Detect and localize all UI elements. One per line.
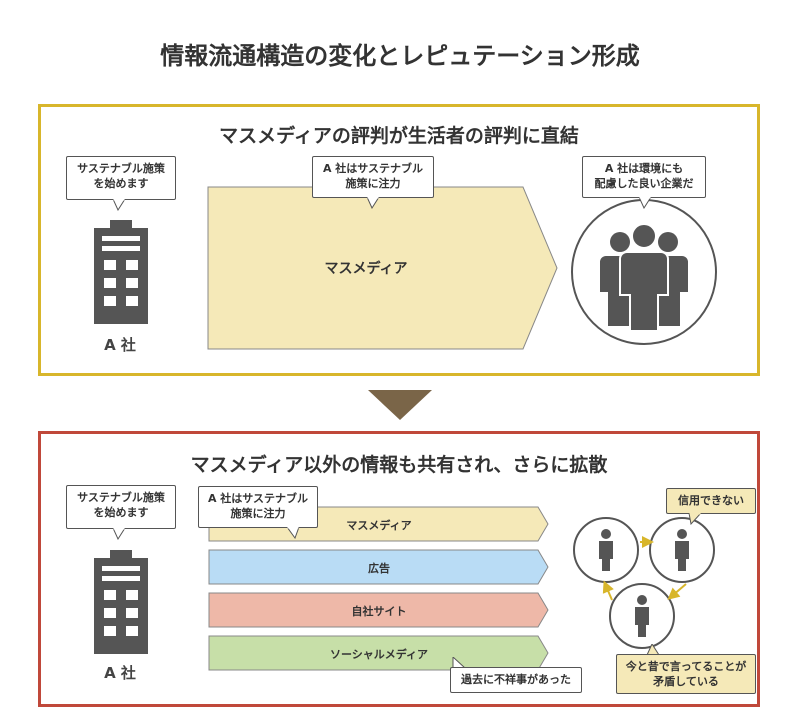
flow-arrow-icon [667, 583, 687, 600]
building-icon [94, 220, 148, 324]
company-bubble-line2: を始めます [93, 506, 149, 519]
people-bubble-line2: 配慮した良い企業だ [594, 177, 694, 190]
page-title: 情報流通構造の変化とレピュテーション形成 [160, 42, 640, 70]
people-bubble-line1: A 社は環境にも [604, 162, 684, 175]
company-bubble-line2: を始めます [93, 177, 149, 190]
bubble-tail [366, 197, 380, 209]
bubble-tail [286, 527, 300, 539]
company-bubble-line1: サステナブル施策 [77, 162, 165, 175]
channel-label: ソーシャルメディア [329, 648, 428, 661]
channel-own-site: 自社サイト [208, 592, 550, 628]
bottom-panel: マスメディア以外の情報も共有され、さらに拡散 [38, 431, 760, 707]
top-panel: マスメディアの評判が生活者の評判に直結 [38, 104, 760, 376]
bubble-tail [112, 528, 126, 540]
channel-social-media: ソーシャルメディア [208, 635, 550, 671]
scandal-bubble: 過去に不祥事があった [450, 667, 582, 693]
mass-media-arrow [207, 186, 558, 350]
mass-media-arrow-label: マスメディア [324, 261, 408, 277]
distrust-bubble: 信用できない [666, 488, 756, 514]
channel-label: マスメディア [346, 519, 412, 532]
company-bubble-line1: サステナブル施策 [77, 491, 165, 504]
people-bubble-top: A 社は環境にも 配慮した良い企業だ [582, 156, 706, 198]
company-bubble-top: サステナブル施策 を始めます [66, 156, 176, 200]
company-bubble-bottom: サステナブル施策 を始めます [66, 485, 176, 529]
bubble-tail [688, 513, 702, 525]
media-bubble-line2: 施策に注力 [345, 177, 401, 190]
bottom-panel-title: マスメディア以外の情報も共有され、さらに拡散 [190, 454, 608, 476]
top-panel-title: マスメディアの評判が生活者の評判に直結 [219, 125, 579, 147]
company-label-top: A 社 [104, 336, 136, 354]
bubble-tail [112, 199, 126, 211]
contradiction-bubble: 今と昔で言ってることが 矛盾している [616, 654, 756, 694]
down-arrow-icon [368, 390, 432, 420]
channel-advertising: 広告 [208, 549, 550, 585]
media-bubble-top: A 社はサステナブル 施策に注力 [312, 156, 434, 198]
person-icon [599, 529, 689, 637]
consumers-circle [571, 199, 717, 345]
media-bubble-line2: 施策に注力 [230, 507, 286, 520]
contradiction-line1: 今と昔で言ってることが [625, 660, 747, 673]
bubble-tail [638, 197, 652, 209]
media-bubble-bottom: A 社はサステナブル 施策に注力 [198, 486, 318, 528]
flow-arrow-icon [602, 580, 614, 601]
company-label-bottom: A 社 [104, 664, 136, 682]
people-network [573, 517, 715, 649]
channel-label: 広告 [368, 562, 390, 575]
contradiction-line2: 矛盾している [653, 675, 719, 688]
media-bubble-line1: A 社はサステナブル [207, 492, 309, 505]
media-bubble-line1: A 社はサステナブル [322, 162, 424, 175]
people-icon [600, 223, 688, 332]
channel-label: 自社サイト [351, 605, 407, 618]
building-icon [94, 550, 148, 654]
